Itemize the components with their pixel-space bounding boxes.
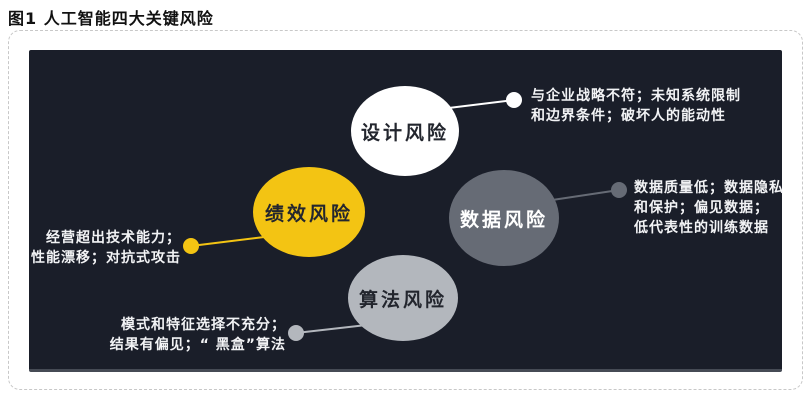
annotation-line: 结果有偏见；“ 黑盒”算法 [109, 337, 286, 353]
annotation-line: 模式和特征选择不充分； [121, 317, 286, 333]
annotation-line: 与企业战略不符；未知系统限制 [531, 88, 741, 104]
node-data-risk-label: 数据风险 [459, 208, 548, 231]
node-algorithm-risk: 算法风险 [348, 255, 458, 341]
diagram-panel: 设计风险 绩效风险 数据风险 算法风险 与企业战略不符；未知系统限制 和边界条件… [29, 50, 784, 372]
annotation-line: 经营超出技术能力； [46, 230, 181, 246]
annotation-line: 数据质量低；数据隐私 [634, 180, 784, 196]
node-performance-risk: 绩效风险 [253, 167, 365, 257]
node-design-risk: 设计风险 [351, 86, 459, 176]
connector-algorithm-dot [288, 325, 304, 341]
annotation-line: 低代表性的训练数据 [634, 220, 769, 236]
connector-performance-dot [183, 238, 199, 254]
annotation-design-risk: 与企业战略不符；未知系统限制 和边界条件；破坏人的能动性 [531, 86, 741, 126]
page-title: 图1 人工智能四大关键风险 [8, 9, 214, 28]
connector-design-dot [506, 92, 522, 108]
node-design-risk-label: 设计风险 [360, 121, 449, 144]
annotation-performance-risk: 经营超出技术能力； 性能漂移；对抗式攻击 [31, 228, 181, 268]
connector-data-dot [611, 182, 627, 198]
node-data-risk: 数据风险 [449, 170, 559, 266]
annotation-algorithm-risk: 模式和特征选择不充分； 结果有偏见；“ 黑盒”算法 [110, 315, 286, 355]
annotation-line: 和保护；偏见数据； [634, 200, 769, 216]
node-algorithm-risk-label: 算法风险 [358, 288, 447, 311]
annotation-line: 性能漂移；对抗式攻击 [31, 250, 181, 266]
annotation-data-risk: 数据质量低；数据隐私 和保护；偏见数据； 低代表性的训练数据 [634, 178, 784, 238]
annotation-line: 和边界条件；破坏人的能动性 [531, 108, 726, 124]
figure-frame: 设计风险 绩效风险 数据风险 算法风险 与企业战略不符；未知系统限制 和边界条件… [8, 30, 803, 390]
node-performance-risk-label: 绩效风险 [264, 202, 353, 225]
